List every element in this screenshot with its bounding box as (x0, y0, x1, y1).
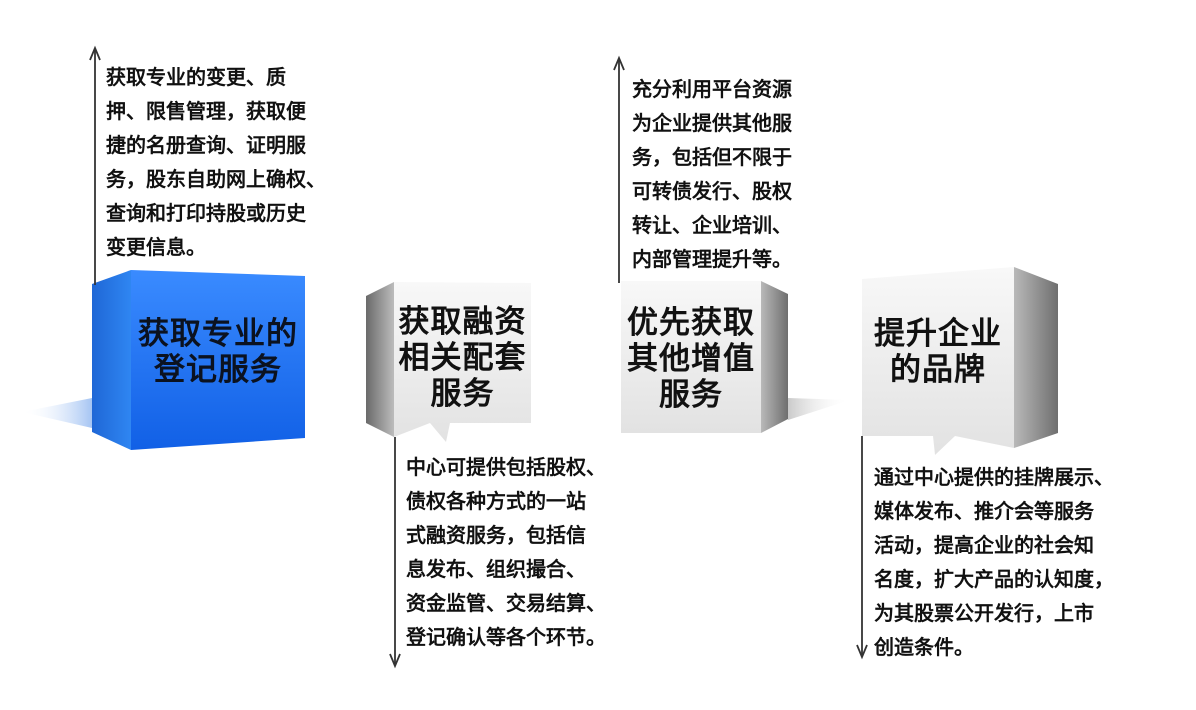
box-2 (366, 282, 531, 442)
arrow-3-up (613, 55, 625, 283)
box-4-label: 提升企业 的品牌 (874, 316, 1002, 388)
box-1-front (131, 270, 305, 450)
box-2-label: 获取融资 相关配套 服务 (398, 304, 527, 412)
box-4-front (862, 267, 1014, 455)
arrow-2-down (389, 437, 401, 669)
box-4 (862, 267, 1058, 455)
arrow-1-up (89, 45, 101, 285)
box-1-shadow (22, 398, 92, 428)
description-4: 通过中心提供的挂牌展示、 媒体发布、推介会等服务 活动，提高企业的社会知 名度，… (874, 465, 1114, 659)
box-3-label: 优先获取 其他增值 服务 (627, 305, 755, 413)
box-1-side (92, 270, 131, 450)
description-3: 充分利用平台资源 为企业提供其他服 务，包括但不限于 可转债发行、股权 转让、企… (632, 77, 792, 271)
box-2-side (366, 282, 394, 437)
box-3 (621, 281, 850, 433)
description-1: 获取专业的变更、质 押、限售管理，获取便 捷的名册查询、证明服 务，股东自助网上… (106, 65, 326, 259)
description-2: 中心可提供包括股权、 债权各种方式的一站 式融资服务，包括信 息发布、组织撮合、… (406, 455, 606, 649)
box-4-side (1014, 267, 1058, 448)
box-3-shadow (788, 398, 850, 420)
box-1-label: 获取专业的 登记服务 (138, 316, 298, 388)
arrow-4-down (856, 436, 868, 660)
box-2-front (394, 282, 531, 442)
box-3-front (621, 281, 761, 433)
box-1 (22, 270, 305, 450)
box-3-side (761, 281, 788, 433)
